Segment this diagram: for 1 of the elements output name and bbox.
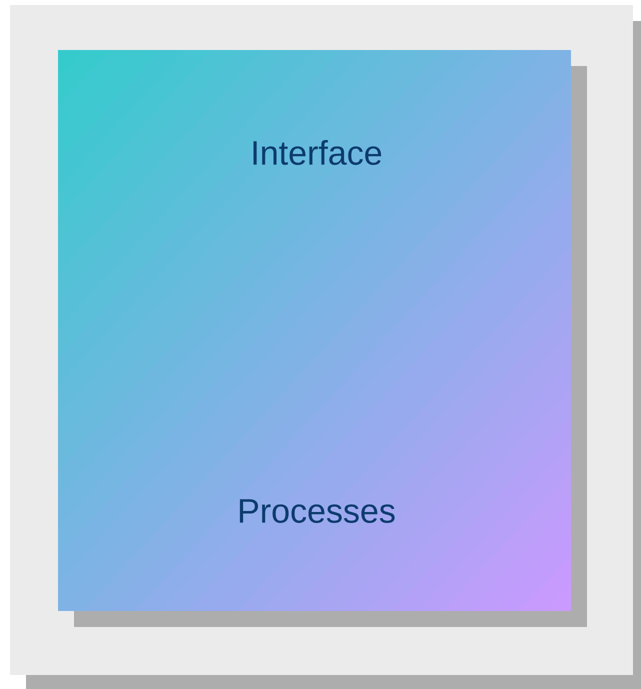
process-box: Interface Processes: [58, 50, 571, 611]
